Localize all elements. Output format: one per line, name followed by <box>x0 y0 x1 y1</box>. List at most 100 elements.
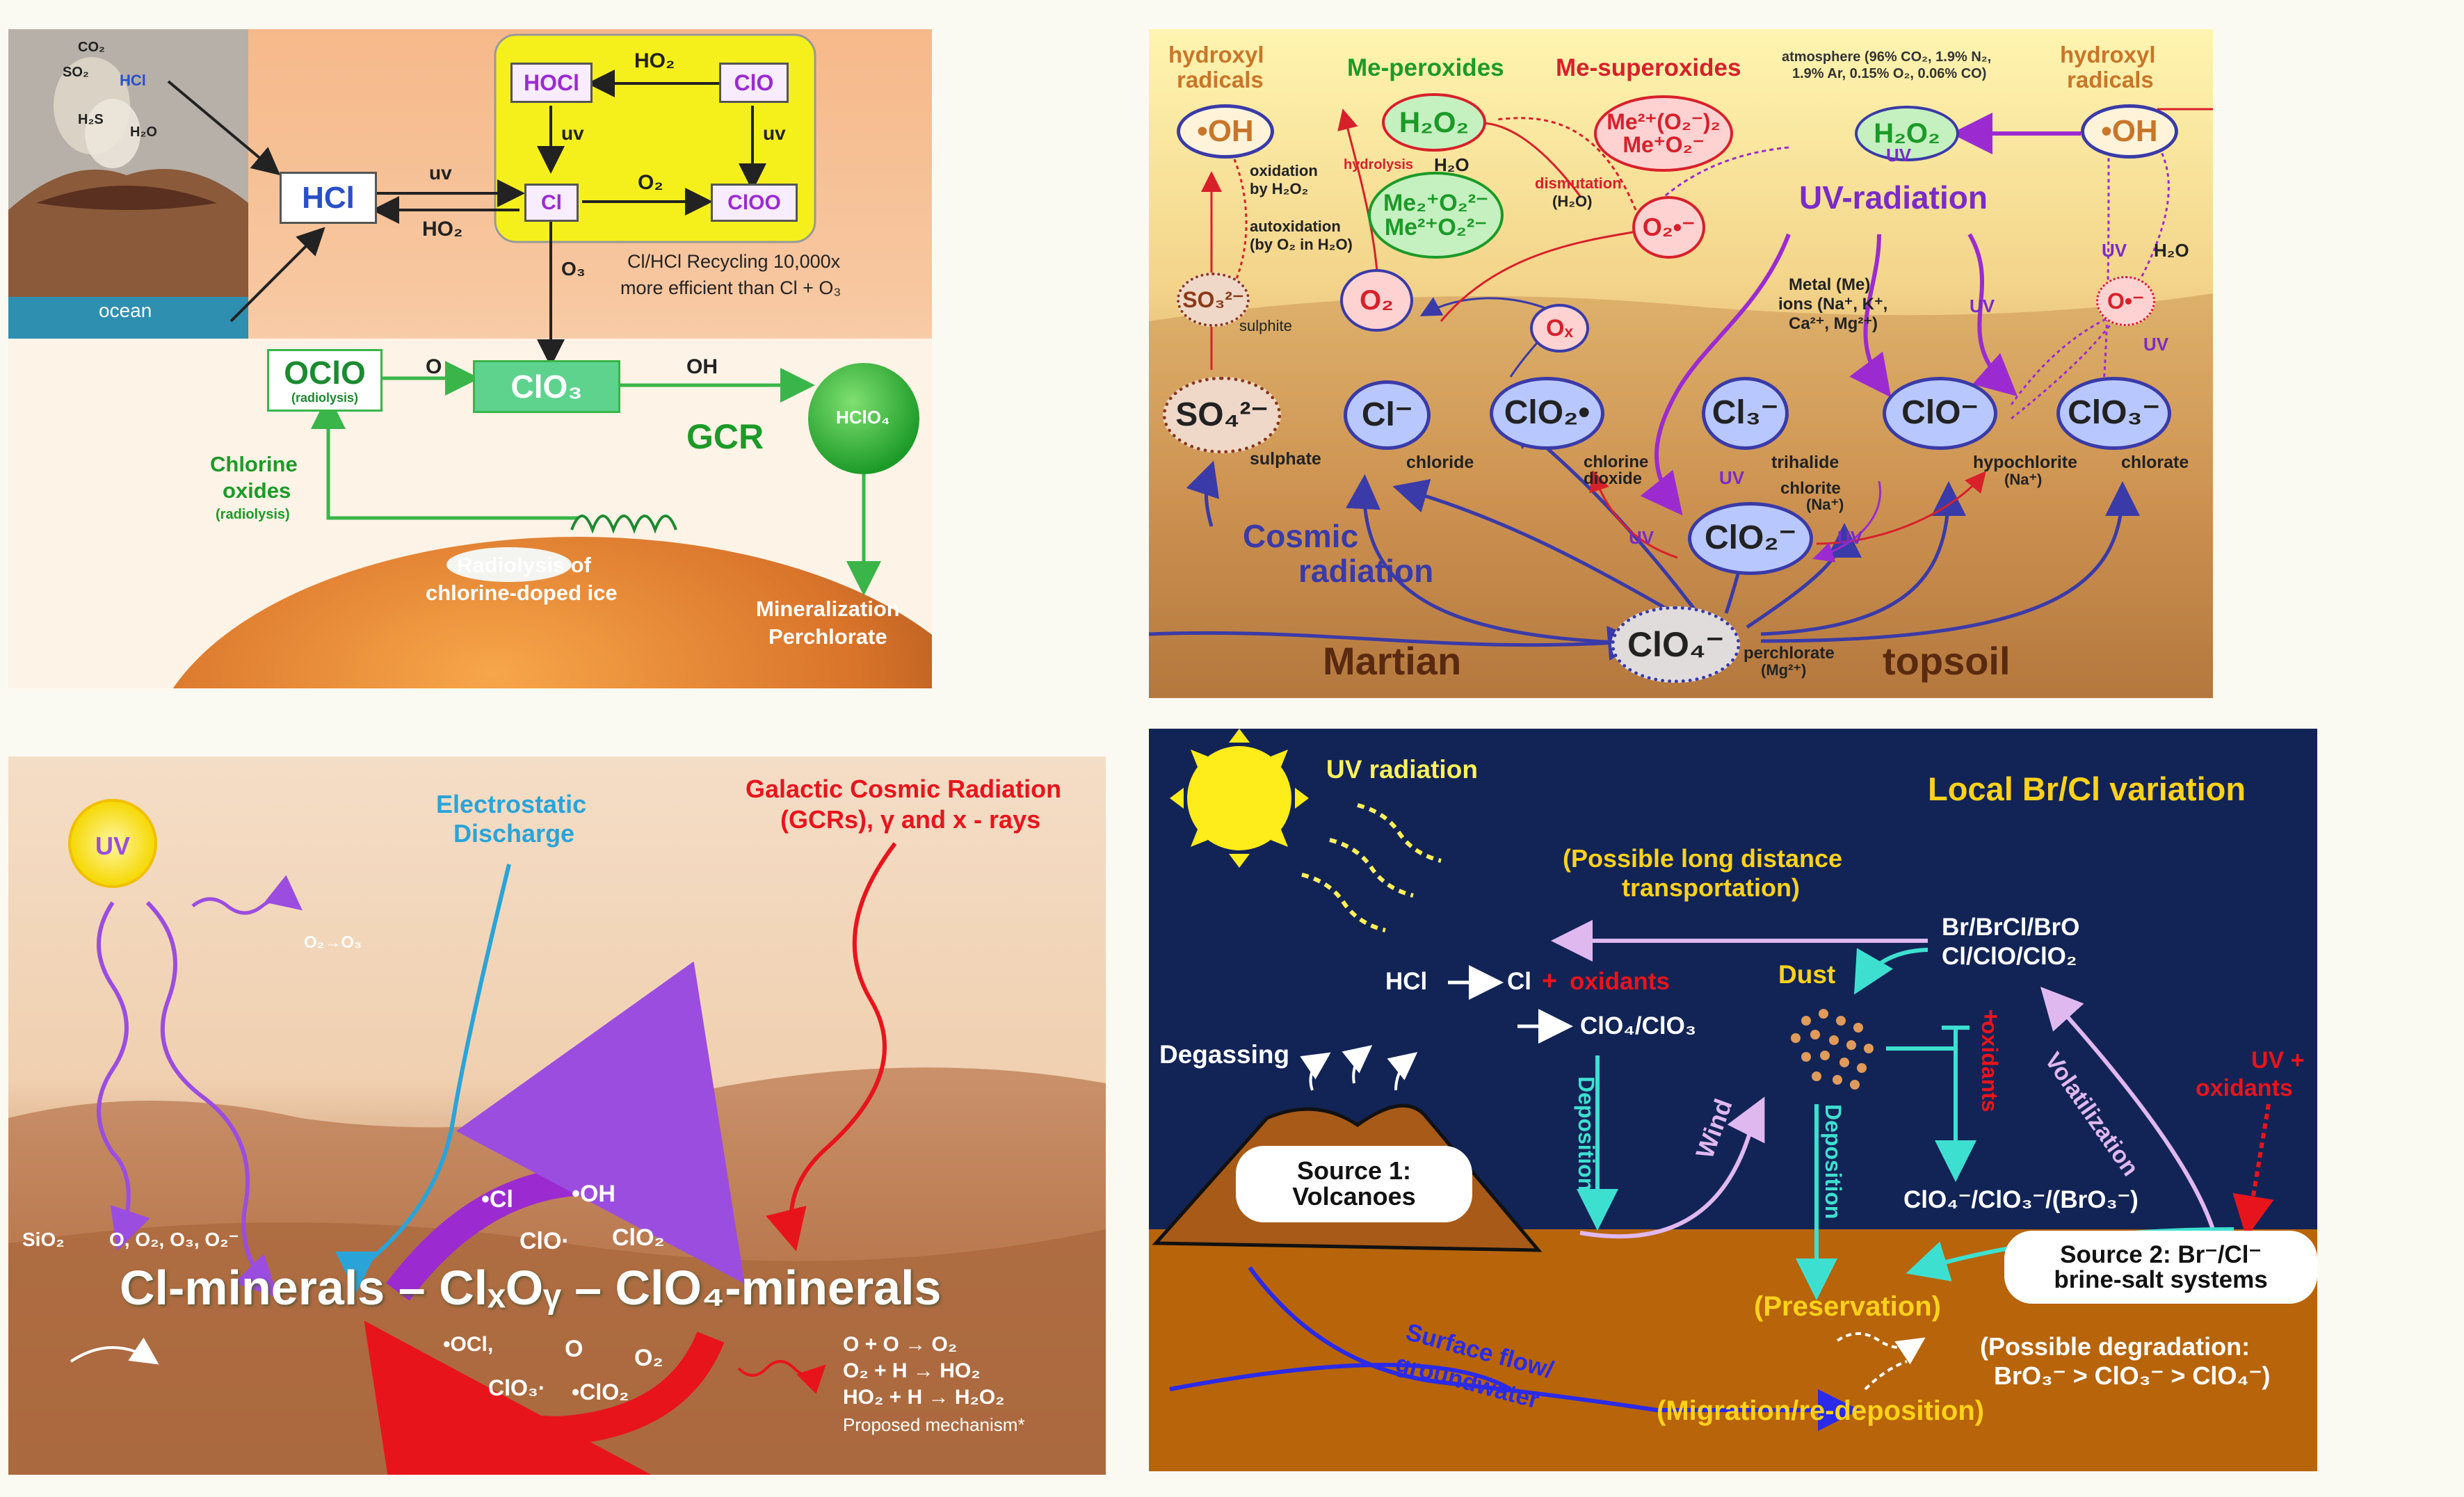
ox-oval: Oₓ <box>1530 304 1589 353</box>
label-co2: CO₂ <box>78 40 105 55</box>
chlorine-oxides-1: Chlorine <box>210 452 298 476</box>
clo2-ion-oval: ClO₂⁻ <box>1688 502 1813 575</box>
me-per-1: Me₂⁺O₂²⁻ <box>1383 189 1489 216</box>
sulphate-label: sulphate <box>1250 449 1321 469</box>
sun-graphic <box>1170 729 1309 868</box>
panel1-graphics <box>8 29 932 688</box>
panel-cl-minerals: UV O₂→O₃ Electrostatic Discharge Galacti… <box>8 756 1106 1475</box>
hydroxyl-left-2: radicals <box>1177 67 1264 92</box>
martian-label: Martian <box>1323 639 1462 683</box>
metal-1: Metal (Me) <box>1789 275 1871 294</box>
oh-left-oval: •OH <box>1177 104 1274 159</box>
gcr-line-1: Galactic Cosmic Radiation <box>746 775 1062 803</box>
label-ho2-left: HO₂ <box>422 218 463 241</box>
oclo-label: OClO <box>284 355 366 391</box>
clo4-clo3-label: ClO₄/ClO₃ <box>1580 1012 1697 1039</box>
perchlorate-2: (Mg²⁺) <box>1761 661 1807 679</box>
me-super-2: Me⁺O₂⁻ <box>1622 132 1705 157</box>
autoxidation-1: autoxidation <box>1250 218 1341 235</box>
so4-oval: SO₄²⁻ <box>1163 377 1281 453</box>
ocean-graphic <box>8 297 248 339</box>
chlorite-2: (Na⁺) <box>1806 496 1844 513</box>
mineralization-2: Perchlorate <box>768 624 887 649</box>
recycling-line-2: more efficient than Cl + O₃ <box>620 277 842 298</box>
oclo-box: OClO(radiolysis) <box>267 349 383 412</box>
uv-oxidants-1: UV + <box>2251 1047 2305 1074</box>
cl3-oval: Cl₃⁻ <box>1702 377 1789 450</box>
clo3-label-a: ClO₃· <box>488 1375 546 1400</box>
hypochlorite-1: hypochlorite <box>1973 453 2078 472</box>
oh-right-oval: •OH <box>2081 104 2178 159</box>
label-o: O <box>426 355 442 378</box>
source1-box: Source 1:Volcanoes <box>1236 1146 1472 1222</box>
source1-line-2: Volcanoes <box>1292 1182 1416 1211</box>
o2-label: O₂ <box>634 1345 663 1371</box>
cloo-box: ClOO <box>711 184 798 222</box>
o-radical-oval: O•⁻ <box>2096 276 2155 326</box>
degradation-2: BrO₃⁻ > ClO₃⁻ > ClO₄⁻) <box>1994 1361 2271 1390</box>
panel-perchlorate-cycle: CO₂ SO₂ HCl H₂S H₂O ocean HCl uv HO₂ HOC… <box>8 29 932 688</box>
h2o-label-a: H₂O <box>1434 154 1469 175</box>
preservation-label: (Preservation) <box>1754 1291 1941 1322</box>
gcr-line-2: (GCRs), γ and x - rays <box>780 805 1041 834</box>
source2-line-2: brine-salt systems <box>2054 1265 2268 1293</box>
me-super-1: Me²⁺(O₂⁻)₂ <box>1607 109 1721 135</box>
so3-oval: SO₃²⁻ <box>1177 273 1250 327</box>
label-h2s: H₂S <box>78 112 104 127</box>
uv-label-a: UV <box>2102 240 2127 261</box>
atmosphere-line-1: atmosphere (96% CO₂, 1.9% N₂, <box>1782 49 1992 65</box>
reaction-2: O₂ + H → HO₂ <box>843 1359 981 1382</box>
oxidation-1: oxidation <box>1250 162 1318 179</box>
cosmic-2: radiation <box>1298 553 1434 589</box>
o-label: O <box>565 1336 583 1362</box>
uv-radiation-label: UV radiation <box>1326 755 1478 784</box>
cl-minus-oval: Cl⁻ <box>1344 380 1431 450</box>
cosmic-1: Cosmic <box>1243 518 1359 554</box>
clo-box: ClO <box>719 63 789 103</box>
dismutation-2: (H₂O) <box>1552 193 1593 210</box>
sulphite-label: sulphite <box>1239 317 1292 334</box>
recycling-line-1: Cl/HCl Recycling 10,000x <box>627 251 841 272</box>
o2o3-label: O₂→O₃ <box>304 933 362 952</box>
plus-label-1: + <box>1542 966 1558 996</box>
possible-transport-2: transportation) <box>1622 873 1800 902</box>
possible-transport-1: (Possible long distance <box>1563 844 1843 873</box>
source2-line-1: Source 2: Br⁻/Cl⁻ <box>2060 1240 2262 1268</box>
uv-label-b: UV <box>1970 296 1995 316</box>
source2-box: Source 2: Br⁻/Cl⁻brine-salt systems <box>2004 1231 2317 1304</box>
proposed-mechanism: Proposed mechanism* <box>843 1414 1025 1435</box>
chlorine-oxides-2: oxides <box>223 478 291 503</box>
clo-minus-oval: ClO⁻ <box>1883 377 1997 450</box>
label-oh: OH <box>686 355 718 378</box>
source1-line-1: Source 1: <box>1296 1156 1412 1186</box>
clo2-radical-oval: ClO₂• <box>1490 377 1604 450</box>
br-cl-species-2: Cl/ClO/ClO₂ <box>1942 943 2077 970</box>
uv-radiation-label: UV-radiation <box>1799 179 1988 216</box>
cl-box: Cl <box>524 184 579 222</box>
label-uv-1: uv <box>561 122 584 144</box>
chloride-label: chloride <box>1406 453 1474 472</box>
main-equation: Cl-minerals – ClₓOᵧ – ClO₄-minerals <box>120 1261 942 1315</box>
hypochlorite-2: (Na⁺) <box>2004 471 2043 488</box>
label-so2: SO₂ <box>63 65 89 80</box>
label-hcl-small: HCl <box>120 72 146 89</box>
panel-martian-topsoil: hydroxyl radicals Me-peroxides Me-supero… <box>1149 29 2213 698</box>
hydroxyl-left-1: hydroxyl <box>1168 42 1264 67</box>
label-h2o: H₂O <box>130 124 157 140</box>
oclo-sub: (radiolysis) <box>291 391 359 405</box>
radiolysis-line-1: Radiolysis of <box>457 553 591 577</box>
h2o2-left-oval: H₂O₂ <box>1382 93 1486 152</box>
reaction-1: O + O → O₂ <box>843 1333 958 1356</box>
o2-mol-oval: O₂ <box>1340 269 1413 332</box>
dismutation-1: dismutation <box>1535 175 1622 192</box>
uv-oxidants-2: oxidants <box>2196 1075 2293 1101</box>
uv-label-g: UV <box>1837 527 1863 548</box>
plus-label-2: + <box>1983 1002 1999 1030</box>
deposition-label-1: Deposition <box>1574 1076 1599 1192</box>
sio2-label: SiO₂ <box>22 1229 65 1250</box>
label-uv-2: uv <box>763 122 786 144</box>
uv-label-f: UV <box>1629 527 1654 548</box>
superoxide-radical-oval: O₂•⁻ <box>1632 196 1705 259</box>
degradation-1: (Possible degradation: <box>1980 1332 2250 1361</box>
